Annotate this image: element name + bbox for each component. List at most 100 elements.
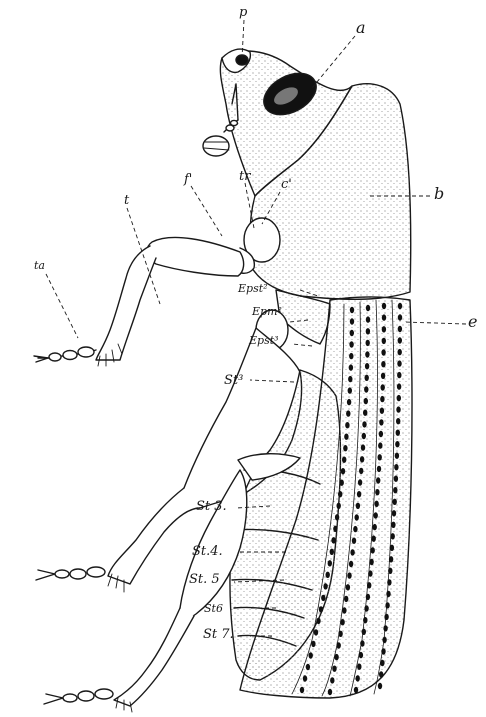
elytral-puncture bbox=[393, 499, 397, 505]
elytral-puncture bbox=[342, 457, 346, 463]
label-st5: St. 5 bbox=[189, 573, 220, 586]
elytral-puncture bbox=[344, 596, 348, 602]
elytral-puncture bbox=[360, 640, 364, 646]
elytral-puncture bbox=[385, 602, 389, 608]
elytral-puncture bbox=[348, 376, 352, 382]
elytral-puncture bbox=[326, 572, 330, 578]
elytral-puncture bbox=[386, 591, 390, 597]
elytral-puncture bbox=[352, 538, 356, 544]
elytral-puncture bbox=[356, 503, 360, 509]
elytral-puncture bbox=[384, 614, 388, 620]
elytral-puncture bbox=[332, 666, 336, 672]
label-st3: St 3. bbox=[196, 500, 227, 513]
elytral-puncture bbox=[372, 536, 376, 542]
elytral-puncture bbox=[381, 648, 385, 654]
elytral-puncture bbox=[382, 314, 386, 320]
elytral-puncture bbox=[391, 533, 395, 539]
elytral-puncture bbox=[364, 386, 368, 392]
elytral-puncture bbox=[306, 664, 310, 670]
elytral-puncture bbox=[396, 418, 400, 424]
elytral-puncture bbox=[397, 372, 401, 378]
elytral-puncture bbox=[395, 441, 399, 447]
label-st7: St 7. bbox=[203, 628, 234, 641]
elytral-puncture bbox=[376, 477, 380, 483]
elytral-puncture bbox=[340, 480, 344, 486]
elytral-puncture bbox=[377, 466, 381, 472]
label-st3-upper: St³ bbox=[224, 374, 243, 387]
elytral-puncture bbox=[382, 637, 386, 643]
label-e: e bbox=[468, 314, 477, 330]
elytral-puncture bbox=[381, 361, 385, 367]
elytral-puncture bbox=[398, 326, 402, 332]
elytral-puncture bbox=[335, 514, 339, 520]
elytral-puncture bbox=[357, 491, 361, 497]
elytral-puncture bbox=[387, 579, 391, 585]
label-c1: c' bbox=[281, 178, 292, 191]
elytral-puncture bbox=[333, 526, 337, 532]
elytral-puncture bbox=[390, 545, 394, 551]
elytral-puncture bbox=[378, 442, 382, 448]
elytral-puncture bbox=[379, 419, 383, 425]
elytral-puncture bbox=[379, 671, 383, 677]
elytral-puncture bbox=[375, 489, 379, 495]
elytral-puncture bbox=[378, 454, 382, 460]
elytral-puncture bbox=[337, 503, 341, 509]
hind-tibia bbox=[114, 608, 194, 706]
elytral-puncture bbox=[345, 422, 349, 428]
elytral-puncture bbox=[398, 349, 402, 355]
elytral-puncture bbox=[362, 629, 366, 635]
elytral-puncture bbox=[380, 660, 384, 666]
label-st6: St6 bbox=[204, 603, 223, 614]
elytral-puncture bbox=[365, 375, 369, 381]
elytral-puncture bbox=[359, 468, 363, 474]
elytral-puncture bbox=[330, 677, 334, 683]
elytral-puncture bbox=[343, 445, 347, 451]
elytral-puncture bbox=[374, 512, 378, 518]
elytral-puncture bbox=[330, 549, 334, 555]
elytral-puncture bbox=[359, 652, 363, 658]
elytral-puncture bbox=[350, 318, 354, 324]
elytral-puncture bbox=[321, 595, 325, 601]
elytral-puncture bbox=[323, 583, 327, 589]
elytral-puncture bbox=[381, 349, 385, 355]
elytral-puncture bbox=[344, 434, 348, 440]
elytral-puncture bbox=[396, 406, 400, 412]
elytral-puncture bbox=[362, 433, 366, 439]
elytral-puncture bbox=[347, 399, 351, 405]
elytral-puncture bbox=[338, 631, 342, 637]
elytral-puncture bbox=[366, 328, 370, 334]
elytral-puncture bbox=[362, 421, 366, 427]
elytral-puncture bbox=[383, 625, 387, 631]
label-ta: ta bbox=[34, 260, 45, 271]
elytral-puncture bbox=[363, 617, 367, 623]
elytral-puncture bbox=[371, 547, 375, 553]
elytral-puncture bbox=[373, 524, 377, 530]
elytral-puncture bbox=[392, 510, 396, 516]
elytral-puncture bbox=[391, 522, 395, 528]
elytral-puncture bbox=[350, 330, 354, 336]
elytral-puncture bbox=[300, 687, 304, 693]
elytral-puncture bbox=[360, 456, 364, 462]
elytral-puncture bbox=[382, 326, 386, 332]
elytral-puncture bbox=[350, 549, 354, 555]
elytral-puncture bbox=[358, 479, 362, 485]
elytral-puncture bbox=[398, 314, 402, 320]
elytral-puncture bbox=[349, 353, 353, 359]
elytral-puncture bbox=[382, 303, 386, 309]
elytral-puncture bbox=[395, 453, 399, 459]
mid-tibia bbox=[108, 488, 200, 584]
elytral-puncture bbox=[369, 559, 373, 565]
elytral-puncture bbox=[366, 594, 370, 600]
elytral-puncture bbox=[341, 468, 345, 474]
elytral-puncture bbox=[396, 430, 400, 436]
elytral-puncture bbox=[366, 305, 370, 311]
elytral-puncture bbox=[356, 675, 360, 681]
elytral-puncture bbox=[398, 337, 402, 343]
label-epst2: Epst² bbox=[238, 283, 268, 294]
front-femur bbox=[147, 237, 244, 276]
elytral-puncture bbox=[348, 387, 352, 393]
elytral-puncture bbox=[353, 526, 357, 532]
elytral-puncture bbox=[397, 383, 401, 389]
elytral-puncture bbox=[381, 373, 385, 379]
